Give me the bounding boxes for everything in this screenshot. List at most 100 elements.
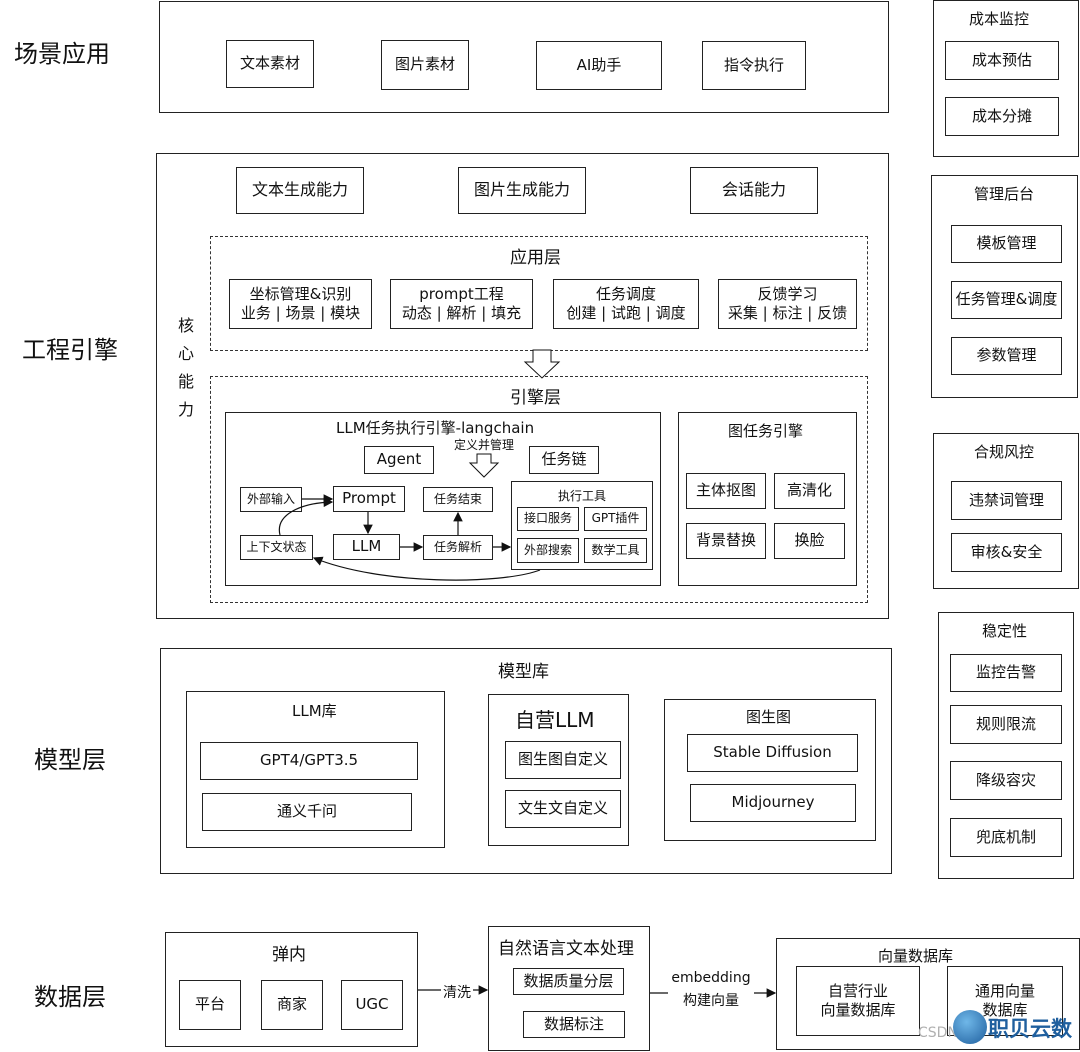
scene-app-command: 指令执行 — [702, 41, 806, 90]
embedding-label-2-overlay: 构建向量 — [683, 993, 739, 1009]
app-module-title: prompt工程 — [419, 284, 504, 303]
tool-external-search: 外部搜索 — [517, 538, 579, 563]
core-label-char: 力 — [177, 400, 194, 419]
layer-label-scene: 场景应用 — [14, 40, 110, 68]
watermark-brand: 职贝云数 — [988, 1017, 1072, 1041]
embedding-label-bg — [668, 968, 754, 1010]
danei-title: 弹内 — [272, 945, 306, 965]
nlp-quality-tiering: 数据质量分层 — [513, 968, 624, 995]
image-task-matting: 主体抠图 — [686, 473, 766, 509]
clean-label-overlay: 清洗 — [441, 982, 473, 1002]
tools-title: 执行工具 — [558, 489, 607, 503]
data-source-platform: 平台 — [179, 980, 241, 1030]
vector-db-self-line1: 自营行业 — [827, 981, 888, 1000]
self-llm-title: 自营LLM — [515, 708, 595, 732]
llm-tongyi: 通义千问 — [202, 793, 412, 831]
vector-db-self-line2: 向量数据库 — [820, 1001, 896, 1019]
compliance-panel-title: 合规风控 — [974, 443, 1035, 461]
scene-app-ai-assistant: AI助手 — [536, 41, 662, 90]
self-llm-frame — [488, 694, 629, 846]
app-module-sub: 业务 | 场景 | 模块 — [240, 304, 361, 322]
vector-db-general-line1: 通用向量 — [974, 981, 1035, 1000]
capability-image: 图片生成能力 — [458, 167, 586, 214]
core-label-char: 能 — [177, 372, 194, 391]
compliance-panel — [933, 433, 1079, 589]
task-end-box: 任务结束 — [423, 487, 493, 512]
prompt-box: Prompt — [333, 486, 405, 512]
llm-lib-frame — [186, 691, 445, 848]
data-source-ugc: UGC — [341, 980, 403, 1030]
app-module-title: 坐标管理&识别 — [249, 284, 352, 303]
image-task-hd: 高清化 — [774, 473, 845, 509]
context-state-box: 上下文状态 — [240, 535, 313, 560]
task-parse-box: 任务解析 — [423, 535, 493, 560]
model-midjourney: Midjourney — [690, 784, 856, 822]
task-chain-box: 任务链 — [529, 446, 599, 474]
scene-app-text: 文本素材 — [226, 40, 314, 88]
self-llm-img2img: 图生图自定义 — [505, 741, 621, 779]
engine-layer-title: 引擎层 — [510, 388, 561, 408]
admin-panel-title: 管理后台 — [974, 185, 1035, 203]
admin-template: 模板管理 — [951, 225, 1062, 263]
layer-label-model: 模型层 — [34, 746, 106, 774]
core-label: 核 心 能 力 — [176, 312, 196, 424]
app-module-coordinate: 坐标管理&识别 业务 | 场景 | 模块 — [229, 279, 372, 329]
admin-params: 参数管理 — [951, 337, 1062, 375]
compliance-banned-words: 违禁词管理 — [951, 481, 1062, 520]
model-lib-title: 模型库 — [498, 662, 549, 682]
tool-api-service: 接口服务 — [517, 507, 579, 531]
stability-rate-limit: 规则限流 — [950, 705, 1062, 744]
external-input-box: 外部输入 — [240, 487, 302, 512]
admin-task-scheduling: 任务管理&调度 — [951, 281, 1062, 319]
vector-db-self: 自营行业 向量数据库 — [796, 966, 920, 1036]
scene-app-image: 图片素材 — [381, 40, 469, 90]
img2img-frame — [664, 699, 876, 841]
model-lib-frame — [160, 648, 892, 874]
nlp-title: 自然语言文本处理 — [498, 939, 634, 959]
tool-math: 数学工具 — [584, 538, 647, 563]
app-module-title: 反馈学习 — [757, 284, 818, 303]
tools-frame — [511, 481, 653, 570]
agent-box: Agent — [364, 446, 434, 474]
llm-engine-frame — [225, 412, 661, 586]
llm-engine-title: LLM任务执行引擎-langchain — [336, 419, 535, 437]
nlp-frame — [488, 926, 650, 1051]
vector-db-general-line2: 数据库 — [982, 1001, 1028, 1019]
app-module-sub: 采集 | 标注 | 反馈 — [727, 304, 848, 322]
stability-degrade: 降级容灾 — [950, 761, 1062, 800]
stability-fallback: 兜底机制 — [950, 818, 1062, 857]
compliance-audit: 审核&安全 — [951, 533, 1062, 572]
watermark-csdn: CSDN — [918, 1025, 958, 1041]
vector-db-title: 向量数据库 — [878, 947, 954, 965]
core-label-char: 心 — [177, 344, 194, 363]
layer-label-data: 数据层 — [34, 983, 106, 1011]
danei-frame — [165, 932, 418, 1047]
app-layer-title: 应用层 — [510, 248, 561, 268]
admin-panel — [931, 175, 1078, 398]
scene-frame — [159, 1, 889, 113]
self-llm-txt2txt: 文生文自定义 — [505, 790, 621, 828]
tool-gpt-plugin: GPT插件 — [584, 507, 647, 531]
cost-allocation: 成本分摊 — [945, 97, 1059, 136]
img2img-title: 图生图 — [746, 708, 792, 726]
capability-text: 文本生成能力 — [236, 167, 364, 214]
stability-panel — [938, 612, 1074, 879]
app-module-title: 任务调度 — [595, 284, 656, 303]
data-source-merchant: 商家 — [261, 980, 323, 1030]
llm-gpt: GPT4/GPT3.5 — [200, 742, 418, 780]
app-module-scheduling: 任务调度 创建 | 试跑 | 调度 — [553, 279, 699, 329]
embedding-label-1-overlay: embedding — [671, 970, 751, 986]
capability-chat: 会话能力 — [690, 167, 818, 214]
cost-estimate: 成本预估 — [945, 41, 1059, 80]
stability-alert: 监控告警 — [950, 654, 1062, 692]
image-task-face-swap: 换脸 — [774, 523, 845, 559]
nlp-annotation: 数据标注 — [523, 1011, 625, 1038]
define-manage-label: 定义并管理 — [454, 436, 515, 453]
brand-logo-icon — [953, 1010, 987, 1044]
layer-label-engineering: 工程引擎 — [22, 336, 118, 364]
image-engine-frame — [678, 412, 857, 586]
image-engine-title: 图任务引擎 — [728, 422, 804, 440]
app-module-sub: 创建 | 试跑 | 调度 — [566, 304, 686, 322]
stability-panel-title: 稳定性 — [982, 622, 1028, 640]
app-module-sub: 动态 | 解析 | 填充 — [401, 304, 522, 322]
